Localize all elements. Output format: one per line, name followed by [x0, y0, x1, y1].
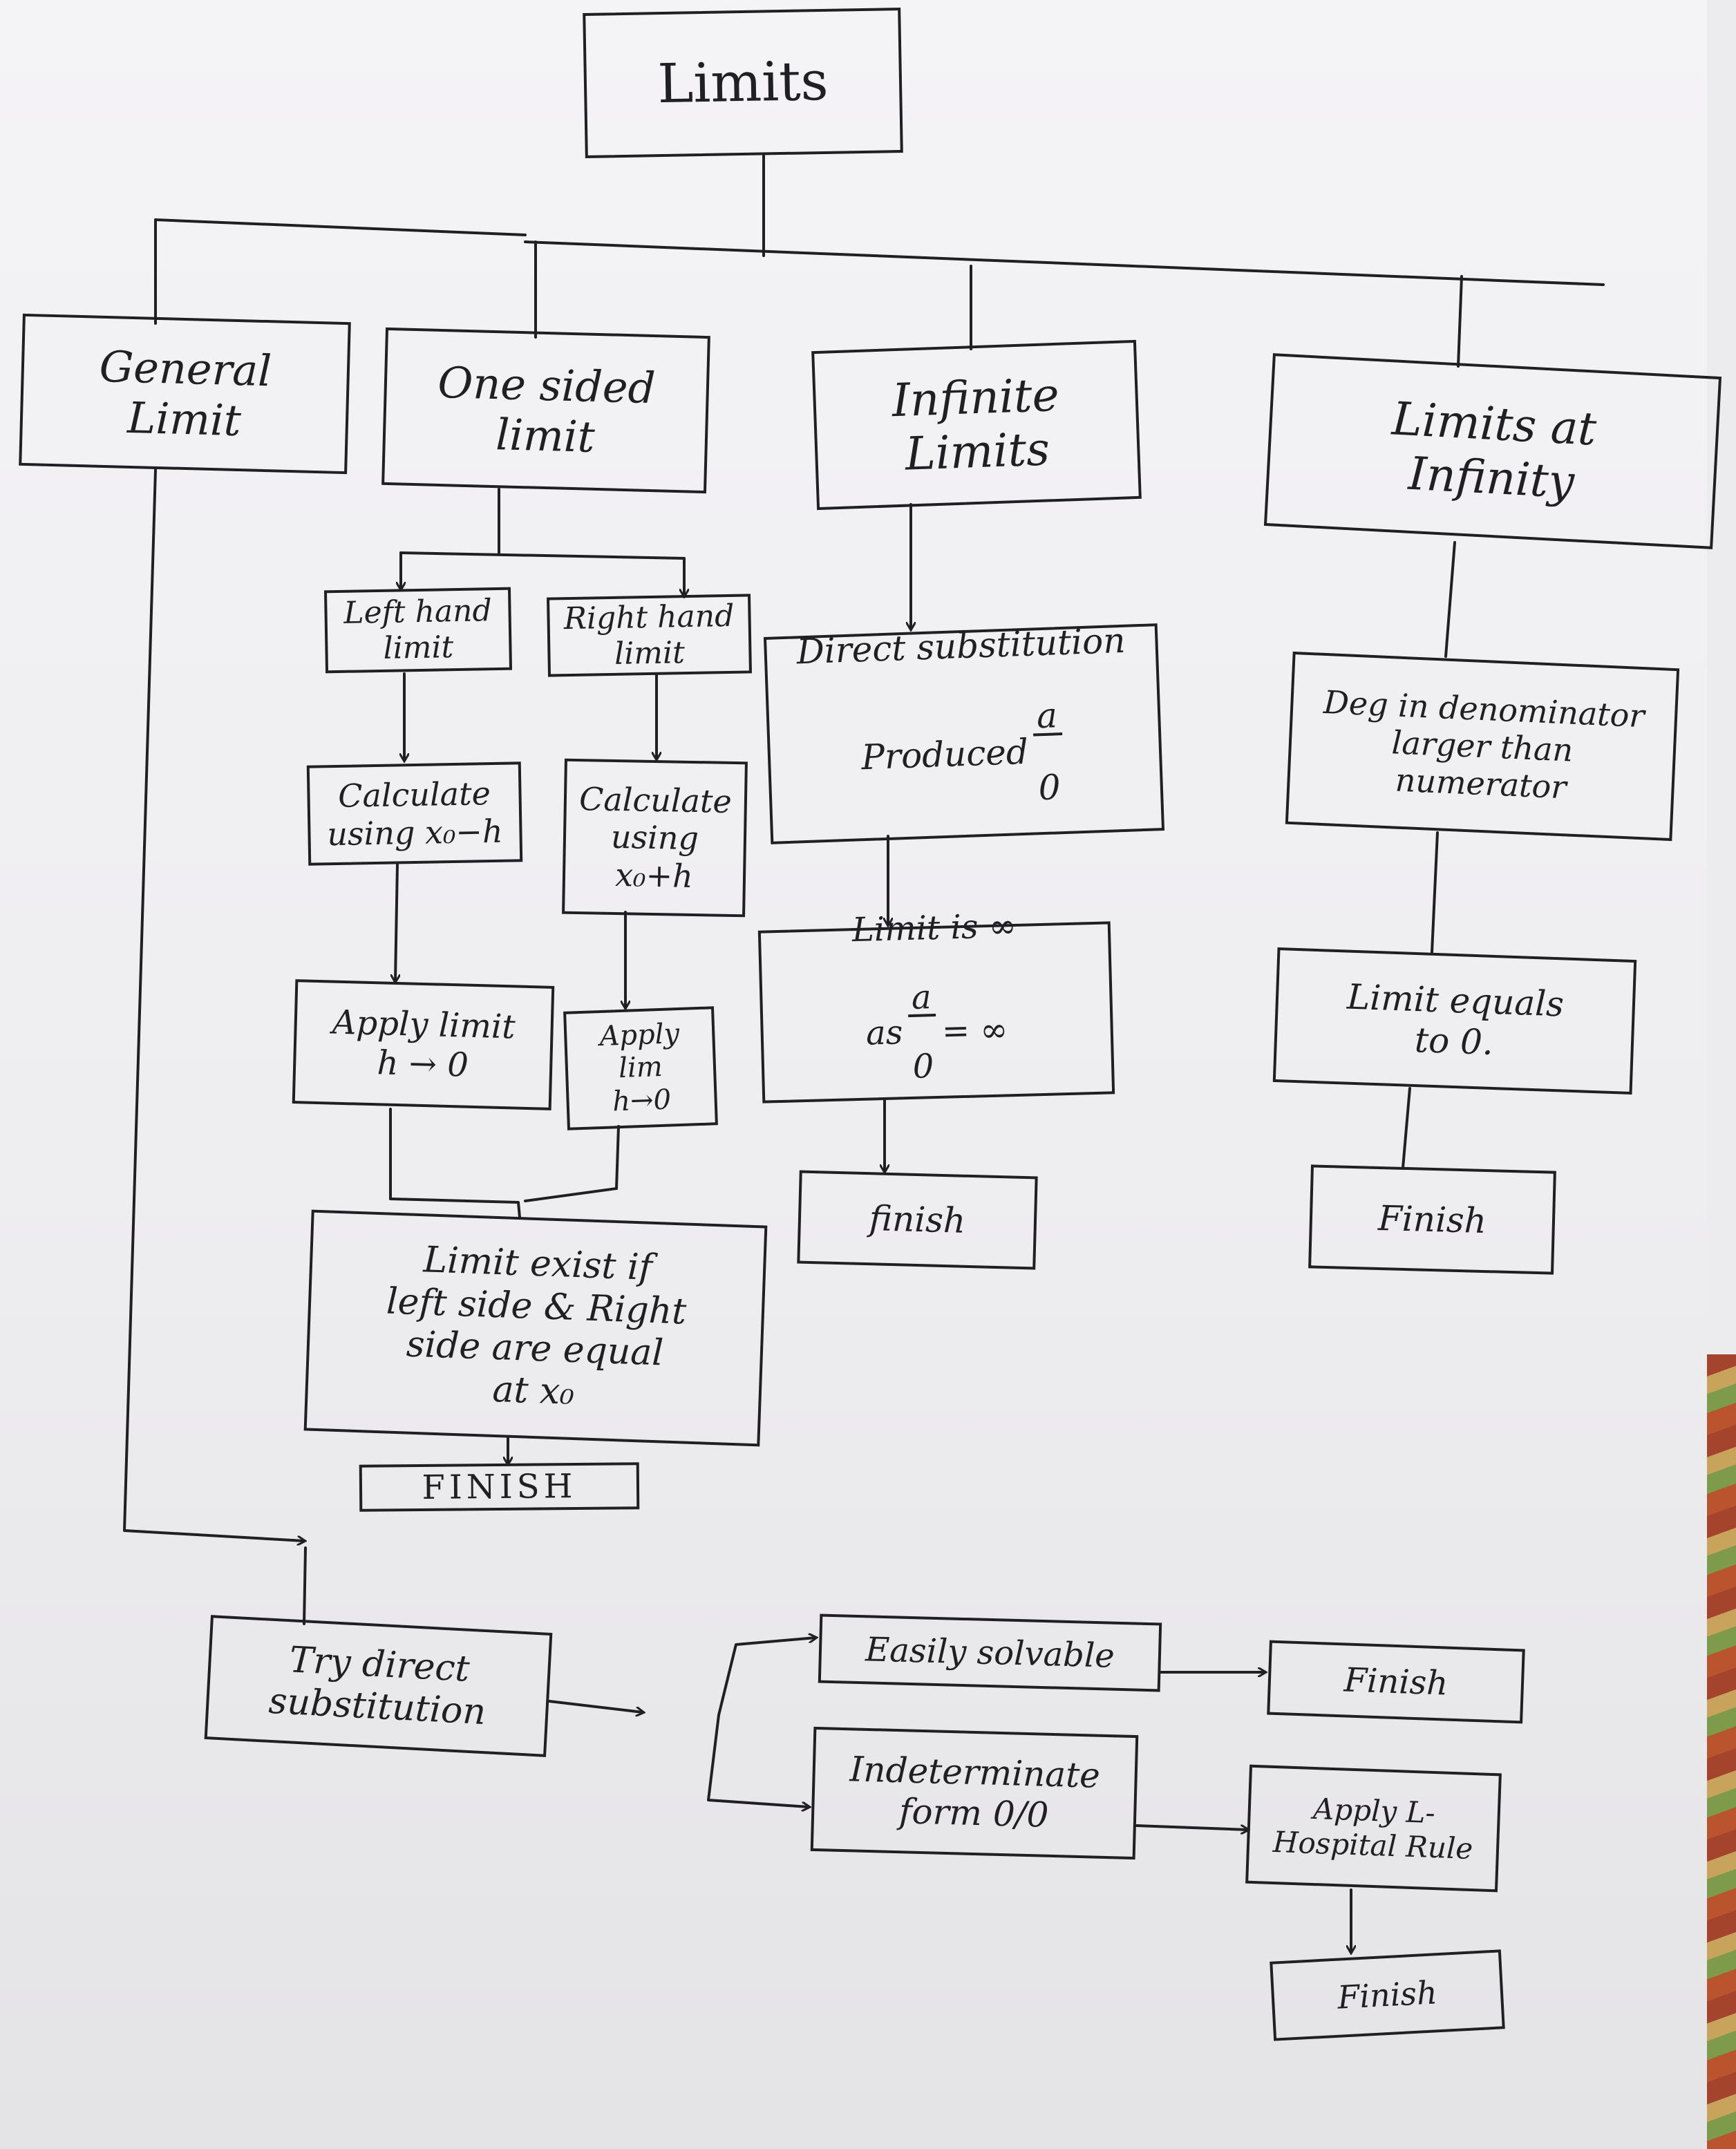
- node-finish-one-sided: FINISH: [359, 1462, 640, 1512]
- connector: [395, 862, 397, 981]
- fraction-numerator: a: [907, 978, 936, 1018]
- node-limit-equals-zero: Limit equals to 0.: [1272, 947, 1637, 1095]
- node-infinite-limits: Infinite Limits: [811, 339, 1142, 511]
- direct-sub-produced-row: Produced a 0: [858, 663, 1071, 845]
- node-direct-sub-produced: Direct substitution Produced a 0: [763, 620, 1165, 845]
- fraction-numerator: a: [1032, 695, 1062, 737]
- limit-inf-as: as: [865, 1013, 904, 1053]
- node-finish-lhospital: Finish: [1270, 1949, 1505, 2041]
- connector: [1444, 541, 1456, 658]
- connector: [524, 1187, 618, 1202]
- connector: [389, 1197, 521, 1219]
- limit-inf-row: as a 0 = ∞: [864, 946, 1010, 1118]
- fraction-a-over-0: a 0: [1030, 663, 1066, 840]
- connector: [524, 240, 1605, 286]
- node-deg-denominator: Deg in denominator larger than numerator: [1285, 651, 1680, 842]
- node-limits-root: Limits: [583, 8, 903, 158]
- direct-sub-produced-label: Produced: [860, 731, 1029, 778]
- limit-inf-line1: Limit is ∞: [851, 906, 1017, 949]
- connector: [707, 1714, 809, 1807]
- node-calc-right: Calculate using x₀+h: [562, 758, 748, 918]
- node-indeterminate: Indeterminate form 0/0: [810, 1726, 1139, 1860]
- connector: [717, 1638, 815, 1716]
- node-limit-is-infinity: Limit is ∞ as a 0 = ∞: [757, 907, 1115, 1104]
- connector: [1135, 1824, 1247, 1830]
- node-limit-exist: Limit exist if left side & Right side ar…: [303, 1209, 768, 1447]
- node-apply-right: Apply lim h→0: [563, 1006, 718, 1130]
- node-lhospital: Apply L- Hospital Rule: [1245, 1764, 1502, 1893]
- fraction-a-over-0: a 0: [906, 947, 938, 1117]
- connector: [399, 551, 686, 560]
- connector: [1431, 831, 1439, 954]
- connector: [1402, 1087, 1411, 1169]
- node-one-sided-limit: One sided limit: [381, 327, 710, 494]
- node-apply-left: Apply limit h → 0: [292, 979, 555, 1110]
- node-easily-solvable: Easily solvable: [818, 1613, 1162, 1692]
- node-left-hand-limit: Left hand limit: [323, 587, 513, 674]
- limit-inf-rhs: = ∞: [941, 1010, 1009, 1051]
- node-calc-left: Calculate using x₀−h: [306, 761, 523, 866]
- background-fabric: [1707, 1354, 1736, 2149]
- node-try-direct-sub: Try direct substitution: [204, 1615, 553, 1757]
- fraction-denominator: 0: [1037, 766, 1062, 808]
- fraction-denominator: 0: [912, 1047, 934, 1087]
- connector: [123, 468, 304, 1541]
- connector: [154, 218, 527, 236]
- connector: [548, 1700, 643, 1712]
- connector: [615, 1125, 620, 1190]
- node-finish-infinite: finish: [797, 1170, 1038, 1270]
- node-finish-at-infinity: Finish: [1308, 1164, 1556, 1275]
- connector: [303, 1546, 307, 1625]
- node-right-hand-limit: Right hand limit: [547, 594, 752, 677]
- node-general-limit: General Limit: [19, 313, 351, 475]
- node-limits-at-infinity: Limits at Infinity: [1263, 353, 1722, 549]
- connector: [1457, 275, 1463, 368]
- node-finish-easily: Finish: [1267, 1640, 1525, 1724]
